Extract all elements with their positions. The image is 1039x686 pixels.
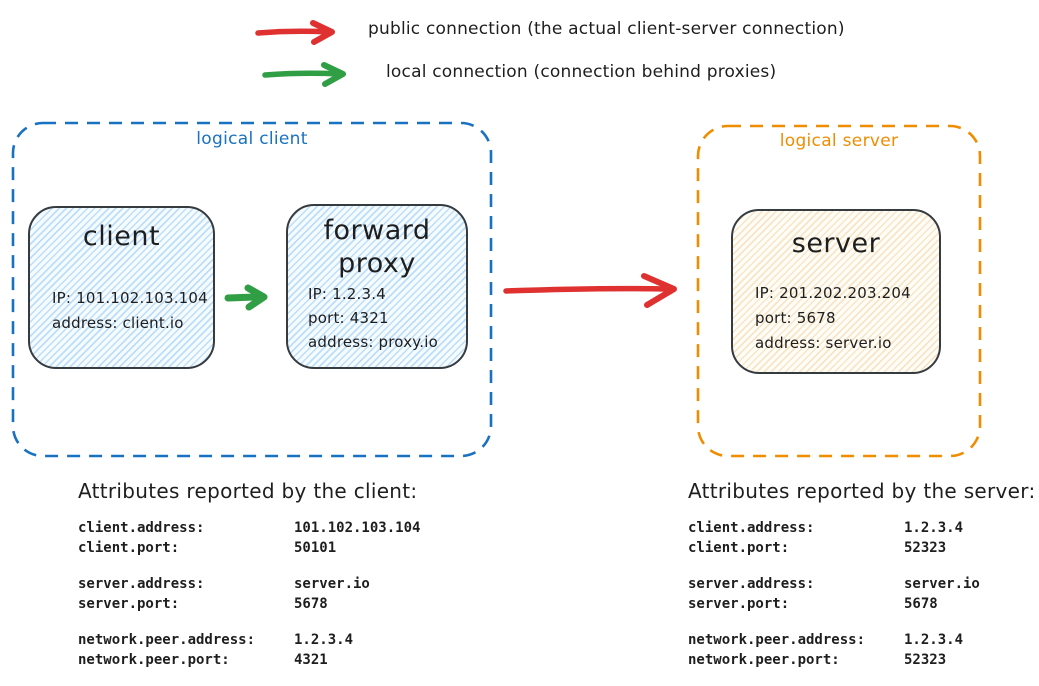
attr-key: network.peer.address: <box>688 632 866 648</box>
attr-value: 52323 <box>904 540 947 556</box>
attr-row: server.port: 5678 <box>78 594 478 614</box>
attr-row: network.peer.address: 1.2.3.4 <box>78 630 478 650</box>
attr-value: 52323 <box>904 652 947 668</box>
client-to-proxy-arrow-icon <box>224 284 268 311</box>
local-connection-arrow-icon <box>262 62 346 87</box>
attr-value: 1.2.3.4 <box>904 632 964 648</box>
client-attributes-heading: Attributes reported by the client: <box>78 479 418 503</box>
server-attributes-heading: Attributes reported by the server: <box>688 479 1036 503</box>
client-attributes-panel: Attributes reported by the client: clien… <box>78 479 478 686</box>
attr-value: 50101 <box>294 540 337 556</box>
attr-value: server.io <box>294 576 370 592</box>
logical-client-boundary <box>11 121 493 458</box>
server-node-title: server <box>791 228 881 259</box>
attr-value: 101.102.103.104 <box>294 520 421 536</box>
attr-value: 1.2.3.4 <box>294 632 354 648</box>
forward-proxy-node-info: IP: 1.2.3.4 port: 4321 address: proxy.io <box>308 285 438 351</box>
attr-key: server.port: <box>688 596 790 612</box>
attr-key: server.address: <box>688 576 815 592</box>
attr-row: server.address: server.io <box>78 574 478 594</box>
attr-row: server.address: server.io <box>688 574 1038 594</box>
attr-key: network.peer.address: <box>78 632 256 648</box>
public-connection-arrow-icon <box>255 20 335 45</box>
server-node-info: IP: 201.202.203.204 port: 5678 address: … <box>755 284 911 352</box>
logical-server-label: logical server <box>779 131 899 151</box>
attr-value: 5678 <box>904 596 938 612</box>
attr-row: network.peer.port: 52323 <box>688 650 1038 670</box>
attr-key: network.peer.port: <box>78 652 230 668</box>
attr-key: server.port: <box>78 596 180 612</box>
attr-row: client.port: 50101 <box>78 538 478 558</box>
forward-proxy-node-title: forward proxy <box>323 215 431 279</box>
client-node-title: client <box>82 221 161 252</box>
logical-server-boundary <box>696 124 982 458</box>
attr-value: 4321 <box>294 652 328 668</box>
server-attr-group-network-peer: network.peer.address: 1.2.3.4 network.pe… <box>688 630 1038 670</box>
attr-row: network.peer.port: 4321 <box>78 650 478 670</box>
server-attr-group-server: server.address: server.io server.port: 5… <box>688 574 1038 614</box>
attr-key: server.address: <box>78 576 205 592</box>
attr-value: 1.2.3.4 <box>904 520 964 536</box>
client-attr-group-client: client.address: 101.102.103.104 client.p… <box>78 518 478 558</box>
client-attr-group-server: server.address: server.io server.port: 5… <box>78 574 478 614</box>
client-node: client IP: 101.102.103.104 address: clie… <box>28 206 215 369</box>
server-node: server IP: 201.202.203.204 port: 5678 ad… <box>731 209 941 374</box>
public-connection-legend-label: public connection (the actual client-ser… <box>368 19 845 39</box>
forward-proxy-node: forward proxy IP: 1.2.3.4 port: 4321 add… <box>286 204 468 369</box>
server-attr-group-client: client.address: 1.2.3.4 client.port: 523… <box>688 518 1038 558</box>
attr-row: network.peer.address: 1.2.3.4 <box>688 630 1038 650</box>
local-connection-legend-label: local connection (connection behind prox… <box>386 62 777 82</box>
attr-row: client.address: 1.2.3.4 <box>688 518 1038 538</box>
attr-row: server.port: 5678 <box>688 594 1038 614</box>
attr-value: server.io <box>904 576 980 592</box>
attr-value: 5678 <box>294 596 328 612</box>
attr-row: client.address: 101.102.103.104 <box>78 518 478 538</box>
attr-key: client.address: <box>688 520 815 536</box>
attr-key: network.peer.port: <box>688 652 840 668</box>
attr-row: client.port: 52323 <box>688 538 1038 558</box>
proxy-to-server-arrow-icon <box>503 273 677 308</box>
attr-key: client.port: <box>688 540 790 556</box>
logical-client-label: logical client <box>196 129 308 149</box>
client-attr-group-network-peer: network.peer.address: 1.2.3.4 network.pe… <box>78 630 478 670</box>
server-attributes-panel: Attributes reported by the server: clien… <box>688 479 1038 686</box>
attr-key: client.address: <box>78 520 205 536</box>
client-node-info: IP: 101.102.103.104 address: client.io <box>52 289 208 332</box>
attr-key: client.port: <box>78 540 180 556</box>
